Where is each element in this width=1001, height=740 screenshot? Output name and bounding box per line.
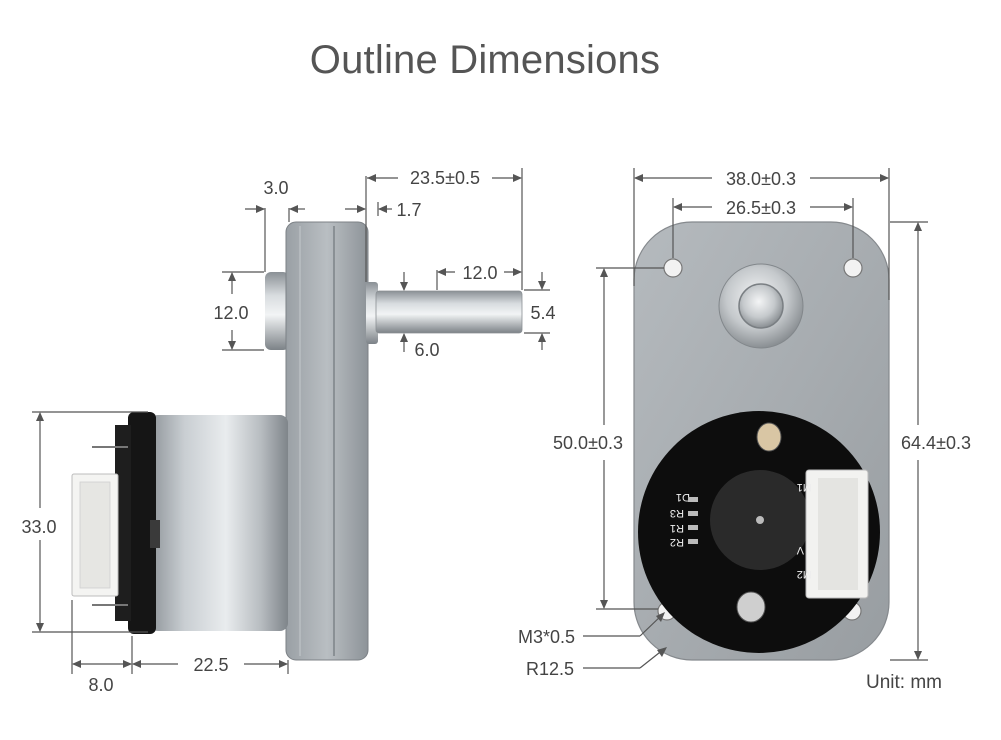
label-corner-radius: R12.5: [526, 659, 574, 679]
shaft-flange: [366, 282, 378, 344]
side-view: 3.0 1.7 23.5±0.5 12.0 12.0: [21, 168, 556, 695]
pcb-label-r2: R2: [670, 536, 684, 548]
dim-shaft-length: 12.0: [462, 263, 497, 283]
dim-connector-depth: 8.0: [88, 675, 113, 695]
dim-shaft-diameter: 6.0: [414, 340, 439, 360]
dim-overall-height: 64.4±0.3: [901, 433, 971, 453]
pcb-label-r1: R1: [670, 522, 684, 534]
dim-flange-thickness: 1.7: [396, 200, 421, 220]
output-shaft: [375, 290, 523, 334]
motor-can: [150, 415, 288, 631]
dim-hole-spacing-x: 26.5±0.3: [726, 198, 796, 218]
dim-flange-to-shaft-end: 23.5±0.5: [410, 168, 480, 188]
pcb-label-m2: M2: [797, 568, 812, 580]
boss: [265, 272, 289, 350]
dim-hole-spacing-y: 50.0±0.3: [553, 433, 623, 453]
dim-motor-length: 22.5: [193, 655, 228, 675]
mount-hole-top-left: [663, 258, 683, 278]
pcb-label-v: V: [796, 544, 804, 556]
dim-overall-width: 38.0±0.3: [726, 169, 796, 189]
unit-label: Unit: mm: [866, 672, 942, 693]
mount-hole-top-right: [843, 258, 863, 278]
front-view: D1 R3 R1 R2 M1 M2 V 38.0±0.3 26.5±0.3: [518, 168, 971, 679]
motor-end-cap: [128, 412, 156, 634]
dim-shaft-flat-width: 3.0: [263, 178, 288, 198]
page-title: Outline Dimensions: [309, 38, 661, 82]
pcb-label-r3: R3: [670, 507, 684, 519]
gearbox-body: [285, 221, 369, 661]
dim-shaft-flat: 5.4: [530, 303, 555, 323]
dim-boss-diameter: 12.0: [213, 303, 248, 323]
label-mount-hole: M3*0.5: [518, 627, 575, 647]
pcb-screw-top: [756, 422, 782, 452]
encoder-pcb: [115, 425, 131, 621]
dim-motor-diameter: 33.0: [21, 517, 56, 537]
shaft-end: [738, 283, 784, 329]
pcb-label-d1: D1: [676, 491, 690, 503]
pcb-screw-bottom: [736, 591, 766, 623]
pcb-label-m1: M1: [797, 481, 812, 493]
